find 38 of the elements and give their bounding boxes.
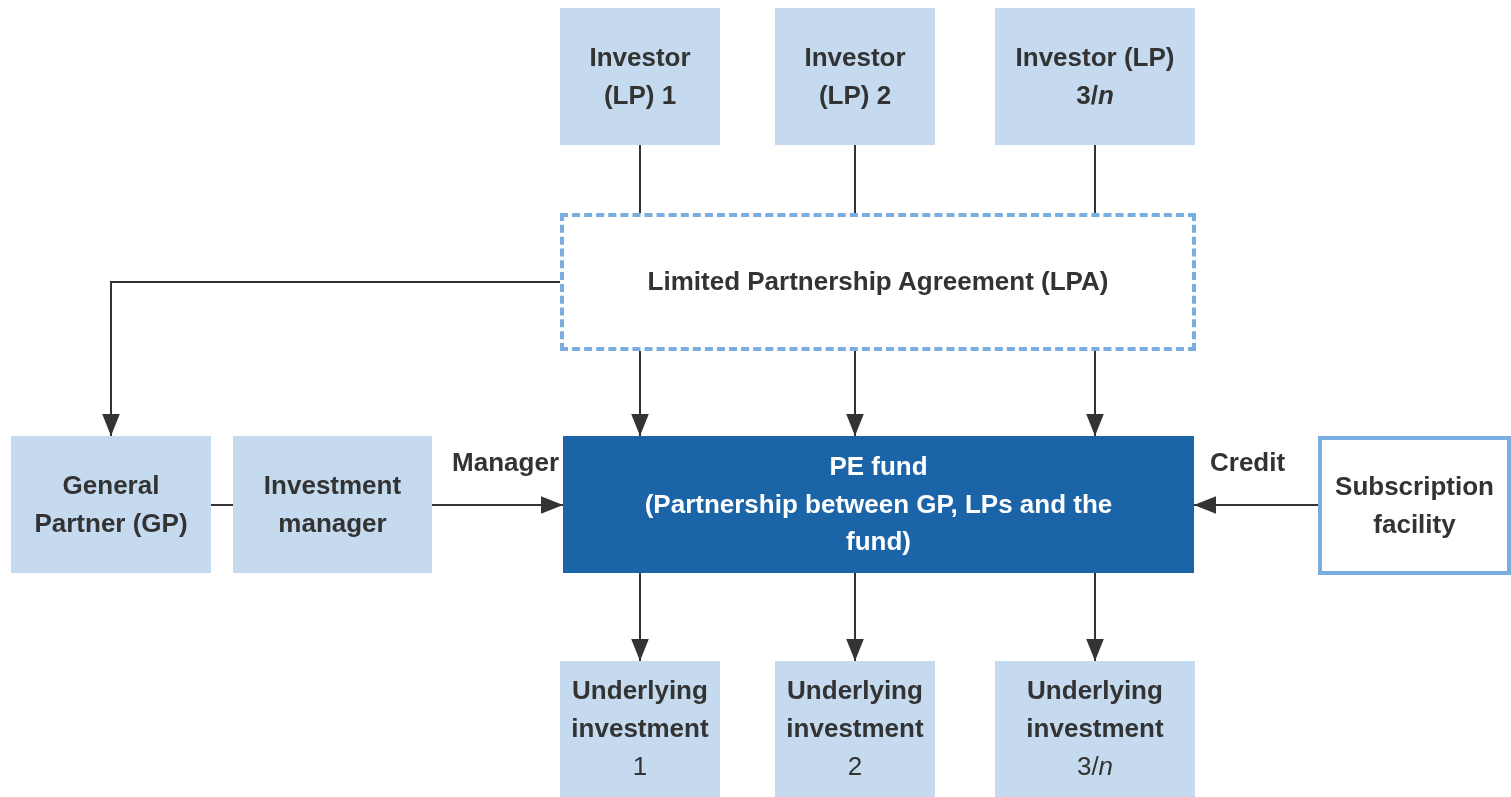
- arrow: [1086, 572, 1104, 662]
- arrow: [631, 350, 649, 437]
- connector-line: [639, 144, 641, 214]
- connector-line: [1094, 144, 1096, 214]
- node-label: Subscription facility: [1334, 469, 1495, 541]
- investor-box: [560, 8, 720, 145]
- agreement-box: [560, 213, 1196, 351]
- arrow: [846, 350, 864, 437]
- node-sublabel: 3/n: [1076, 749, 1114, 783]
- node-label: Investor (LP) 1: [588, 40, 692, 112]
- investment-box: [560, 661, 720, 797]
- fund-box: [563, 436, 1194, 573]
- manager-box: [233, 436, 432, 573]
- node-label: Investor (LP) 2: [803, 40, 907, 112]
- node-label: PE fund: [829, 449, 928, 483]
- arrow: [1193, 496, 1319, 514]
- connector-line: [854, 144, 856, 214]
- arrow: [102, 281, 561, 437]
- investor-box: [995, 8, 1195, 145]
- arrow: [631, 572, 649, 662]
- facility-box: [1318, 436, 1511, 575]
- connector-line: [210, 504, 234, 506]
- node-sublabel: 2: [847, 749, 863, 783]
- node-label: Limited Partnership Agreement (LPA): [647, 265, 1109, 299]
- investment-box: [775, 661, 935, 797]
- node-label: Investment manager: [262, 468, 403, 540]
- node-label: Investor (LP) 3/n: [1014, 40, 1176, 112]
- node-sublabel: 1: [632, 749, 648, 783]
- node-label: General Partner (GP): [33, 468, 189, 540]
- arrow: [846, 572, 864, 662]
- node-sublabel: (Partnership between GP, LPs and the fund): [643, 487, 1114, 559]
- investor-box: [775, 8, 935, 145]
- partner-box: [11, 436, 211, 573]
- investment-box: [995, 661, 1195, 797]
- node-label: Underlying investment: [785, 674, 925, 746]
- arrow: [431, 496, 564, 514]
- node-label: Underlying investment: [570, 674, 710, 746]
- arrow: [1086, 350, 1104, 437]
